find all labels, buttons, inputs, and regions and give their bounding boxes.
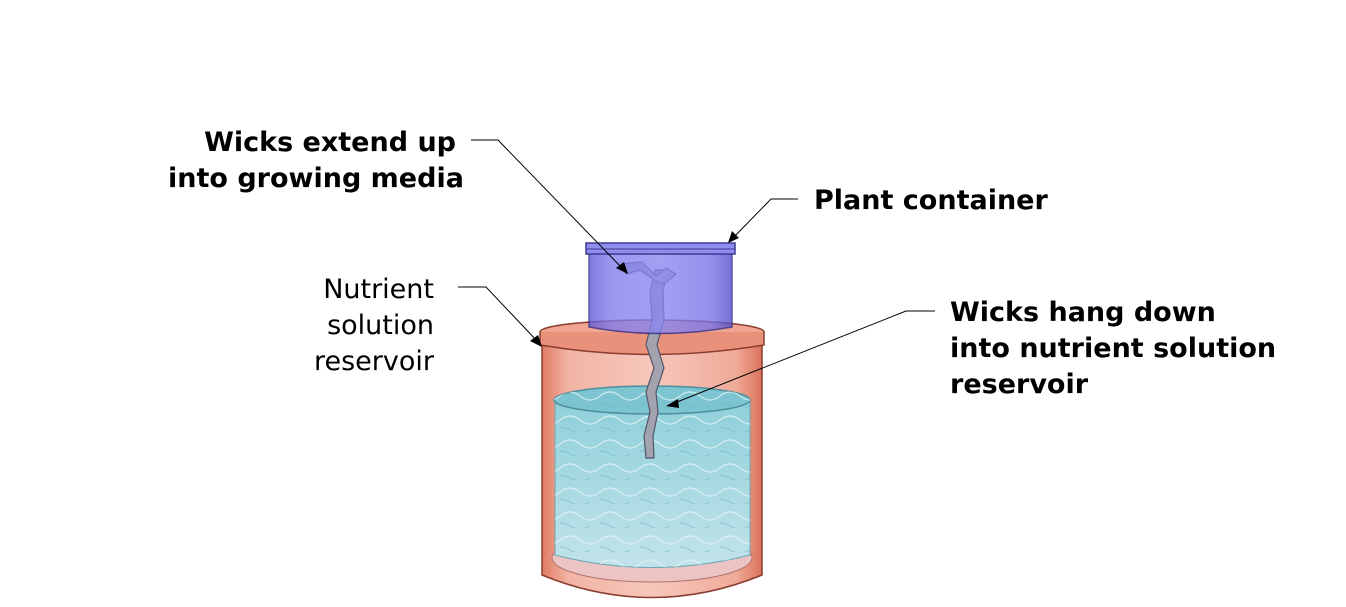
leader-wicks-up [471,139,623,269]
arrow-wicks-up [616,262,628,274]
arrow-plant-container [728,231,739,243]
arrow-wicks-down [666,399,679,408]
label-plant-container: Plant container [814,185,1048,216]
leader-reservoir [458,286,539,343]
leader-wicks-down [671,310,935,405]
label-reservoir-line3: reservoir [314,346,434,377]
label-wicks-up-line2: into growing media [168,163,464,194]
arrowheads [530,231,739,408]
label-wicks-down-line3: reservoir [950,369,1089,400]
label-reservoir-line1: Nutrient [323,274,434,305]
leader-plant-container [732,198,798,239]
arrow-reservoir [530,335,542,347]
plant-container [585,242,736,335]
leader-lines [458,139,935,405]
label-wicks-down-line1: Wicks hang down [950,297,1216,328]
label-wicks-up: Wicks extend up into growing media [168,125,464,197]
label-reservoir-line2: solution [327,310,434,341]
label-nutrient-reservoir: Nutrient solution reservoir [300,272,434,380]
label-wicks-up-line1: Wicks extend up [204,127,456,158]
label-wicks-down-line2: into nutrient solution [950,333,1277,364]
label-wicks-down: Wicks hang down into nutrient solution r… [950,295,1276,403]
plant-container-body [588,247,733,335]
